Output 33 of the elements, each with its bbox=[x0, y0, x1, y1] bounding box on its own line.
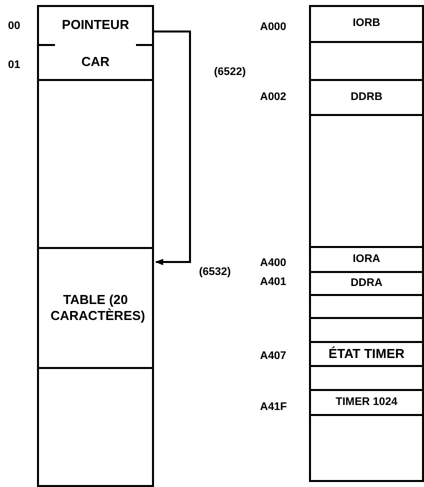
empty-memory-cell bbox=[309, 414, 424, 482]
cell-label: IORB bbox=[352, 17, 380, 31]
arrow bbox=[154, 30, 191, 266]
address-label: 00 bbox=[8, 19, 20, 34]
address-label: A407 bbox=[260, 349, 286, 364]
cell-label: IORA bbox=[352, 252, 380, 266]
memory-cell bbox=[37, 247, 154, 369]
empty-memory-cell bbox=[309, 317, 424, 343]
cell-label: TIMER 1024 bbox=[336, 396, 398, 410]
address-label: A41F bbox=[260, 400, 287, 415]
cell-label: ÉTAT TIMER bbox=[328, 346, 405, 362]
address-label: A002 bbox=[260, 90, 286, 105]
address-label: A400 bbox=[260, 256, 286, 271]
memory-cell bbox=[309, 79, 424, 116]
cell-label: CAR bbox=[81, 54, 110, 71]
cell-label: DDRB bbox=[350, 90, 382, 104]
memory-cell bbox=[309, 246, 424, 273]
cell-label: POINTEUR bbox=[62, 17, 130, 34]
address-label: A000 bbox=[260, 20, 286, 35]
memory-cell bbox=[37, 5, 154, 44]
empty-memory-cell bbox=[309, 41, 424, 81]
memory-cell bbox=[37, 44, 154, 81]
address-label: A401 bbox=[260, 275, 286, 290]
cell-label: DDRA bbox=[350, 276, 382, 290]
chip-label: (6532) bbox=[199, 265, 231, 280]
chip-label: (6522) bbox=[214, 65, 246, 80]
memory-cell bbox=[309, 271, 424, 296]
empty-memory-cell bbox=[309, 294, 424, 319]
empty-memory-cell bbox=[309, 365, 424, 391]
memory-cell bbox=[309, 5, 424, 43]
memory-cell bbox=[309, 389, 424, 416]
address-label: 01 bbox=[8, 58, 20, 73]
memory-cell bbox=[309, 341, 424, 367]
